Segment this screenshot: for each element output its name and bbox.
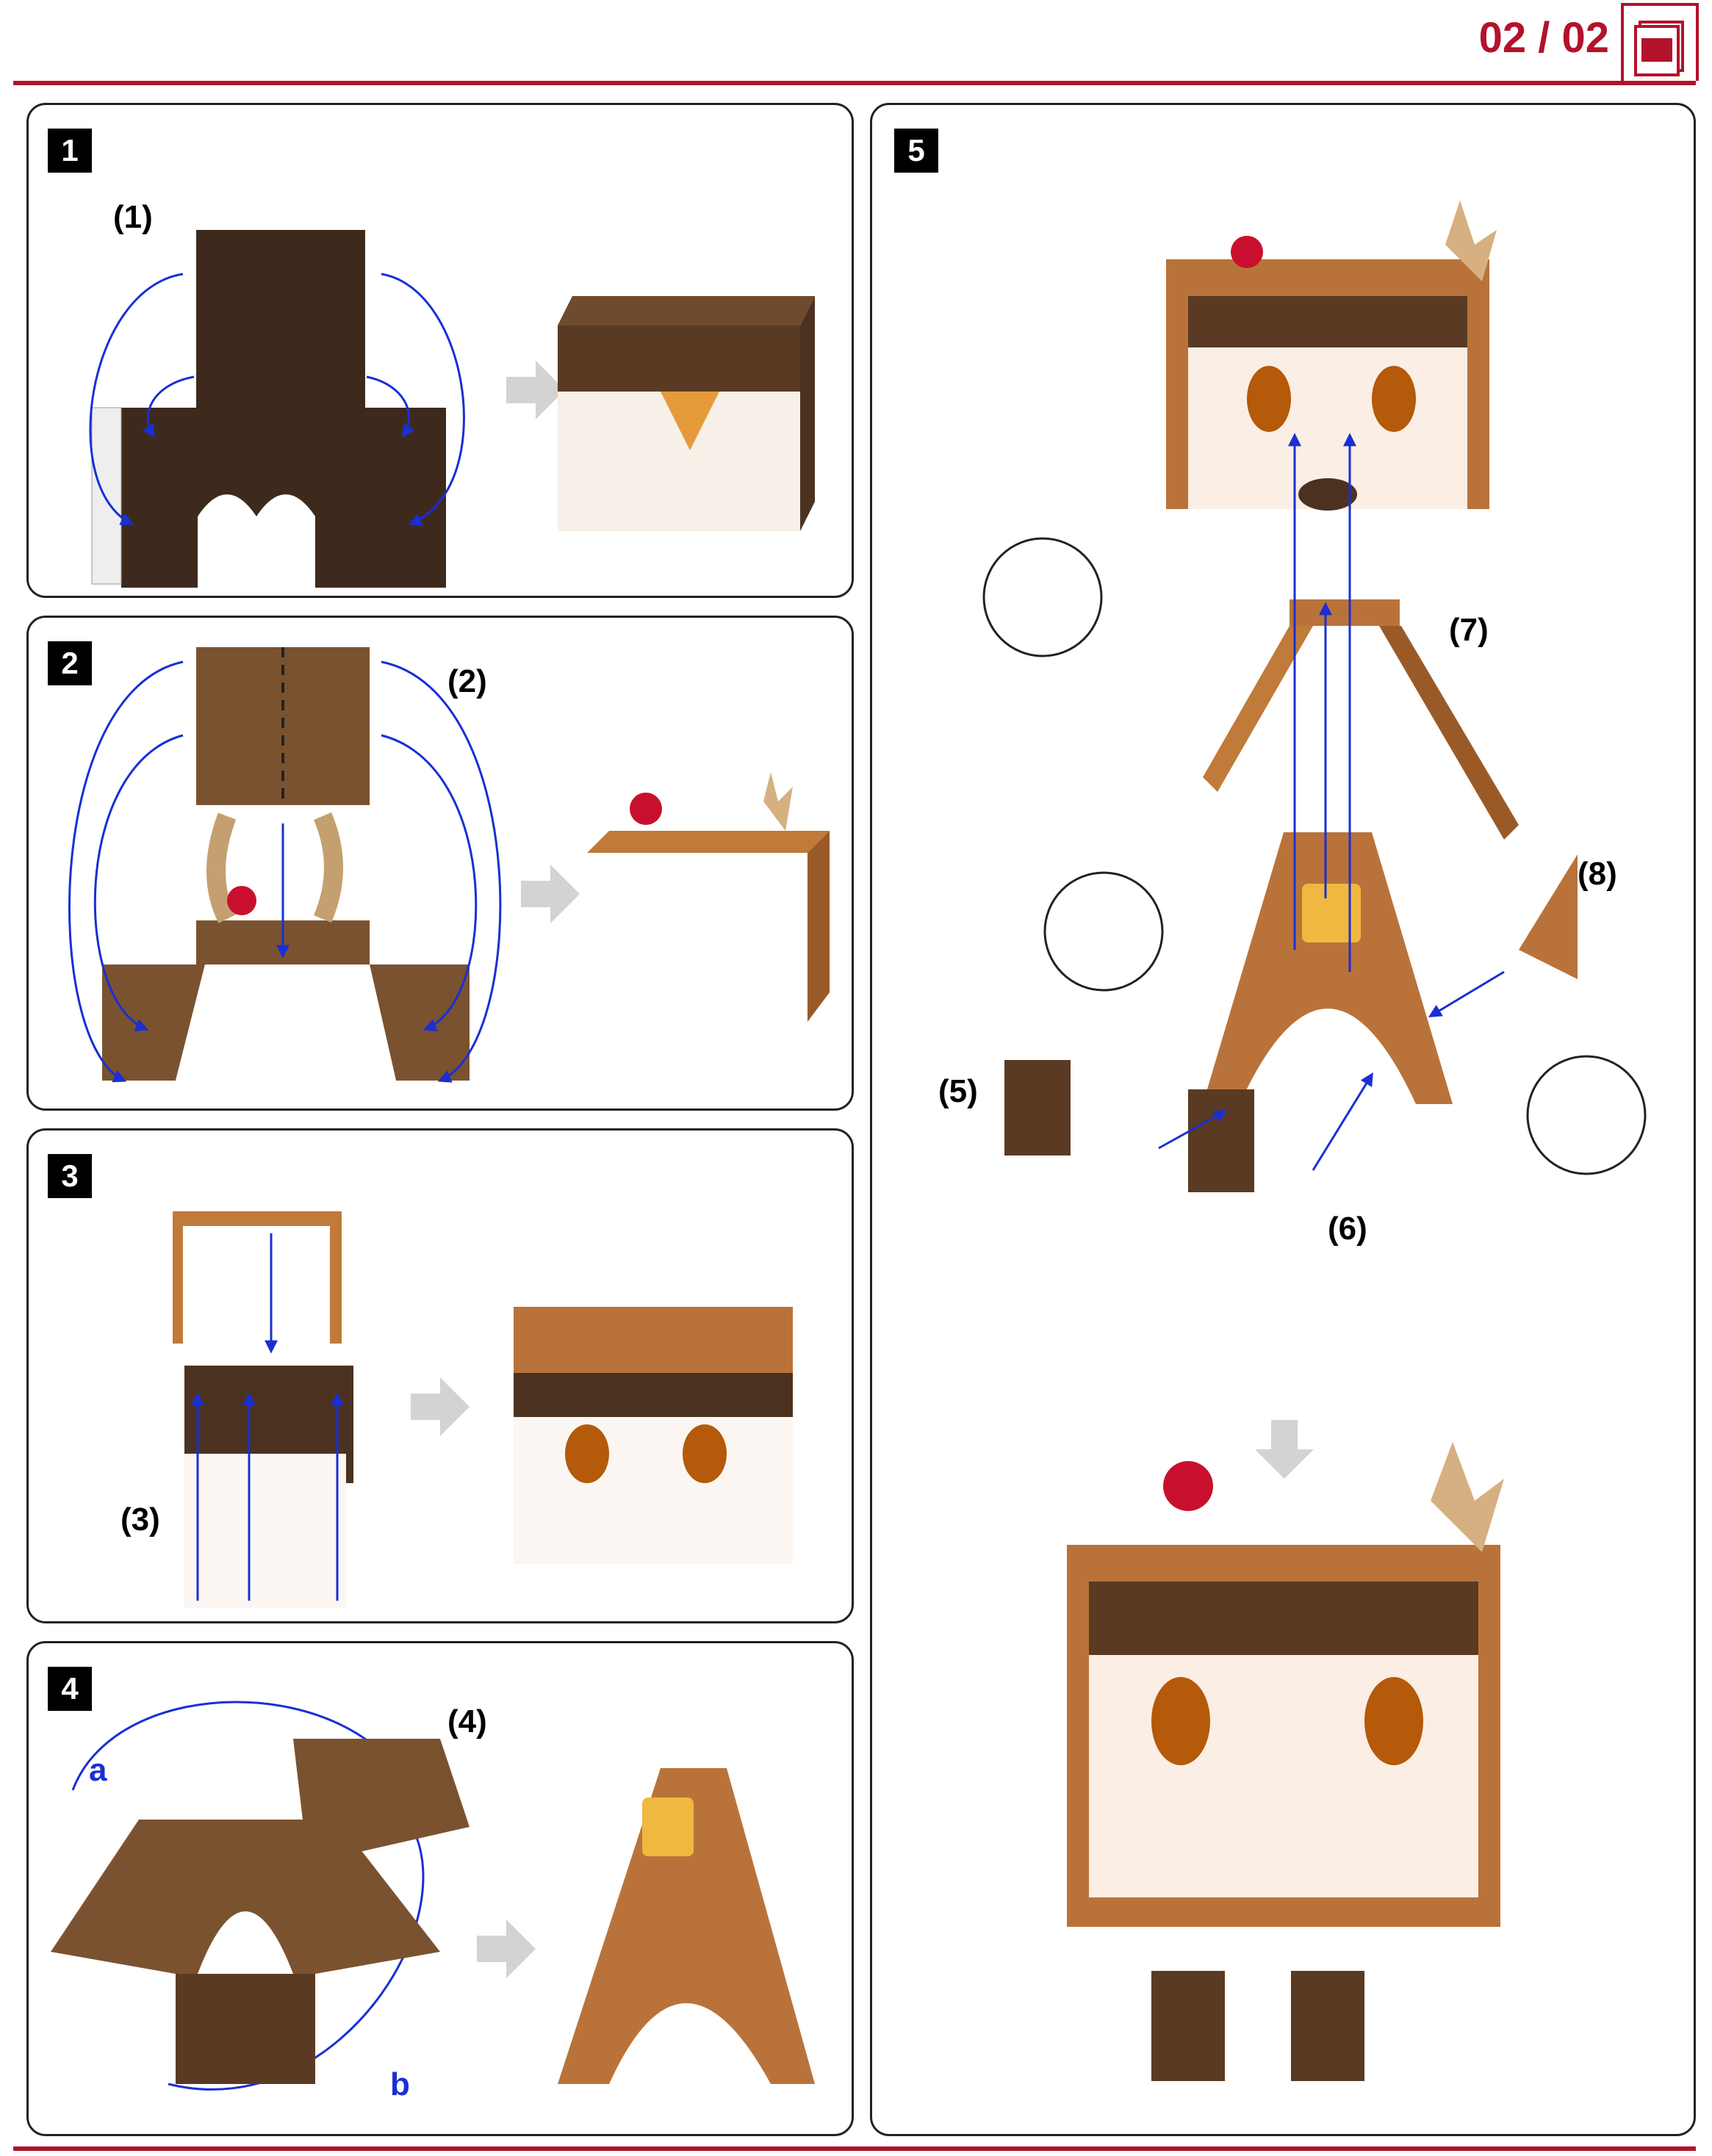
step-4-badge: 4: [48, 1667, 92, 1711]
step-2-badge: 2: [48, 641, 92, 685]
step-5-panel: 5 (5) (6) (7) (8): [870, 103, 1696, 2136]
step-4-label: (4): [447, 1703, 487, 1739]
step-2-illustration: [68, 647, 830, 1083]
step-4-illustration: [51, 1701, 815, 2091]
step-4-panel: 4 (4) a b: [26, 1641, 854, 2136]
step-3-illustration: [173, 1211, 793, 1608]
step-1-label: (1): [113, 199, 153, 235]
step-1-illustration: [89, 230, 815, 590]
step-2-panel: 2 (2): [26, 616, 854, 1111]
step-5-label-7: (7): [1449, 612, 1489, 648]
step-5-label-5: (5): [938, 1073, 978, 1109]
step-5-label-8: (8): [1578, 856, 1617, 892]
step-3-label: (3): [121, 1501, 160, 1537]
step-5-label-6: (6): [1328, 1211, 1367, 1247]
page-number: 02 / 02: [1478, 14, 1609, 62]
fold-b-label: b: [390, 2066, 410, 2102]
step-3-panel: 3 (3): [26, 1128, 854, 1623]
footer-rule: [13, 2146, 1696, 2151]
step-1-panel: 1 (1): [26, 103, 854, 598]
step-5-badge: 5: [894, 129, 938, 173]
header-rule: [13, 81, 1696, 85]
step-2-label: (2): [447, 663, 487, 699]
step-5-illustration: [982, 201, 1647, 2081]
document-stack-icon: [1621, 3, 1699, 81]
step-1-badge: 1: [48, 129, 92, 173]
step-3-badge: 3: [48, 1154, 92, 1198]
